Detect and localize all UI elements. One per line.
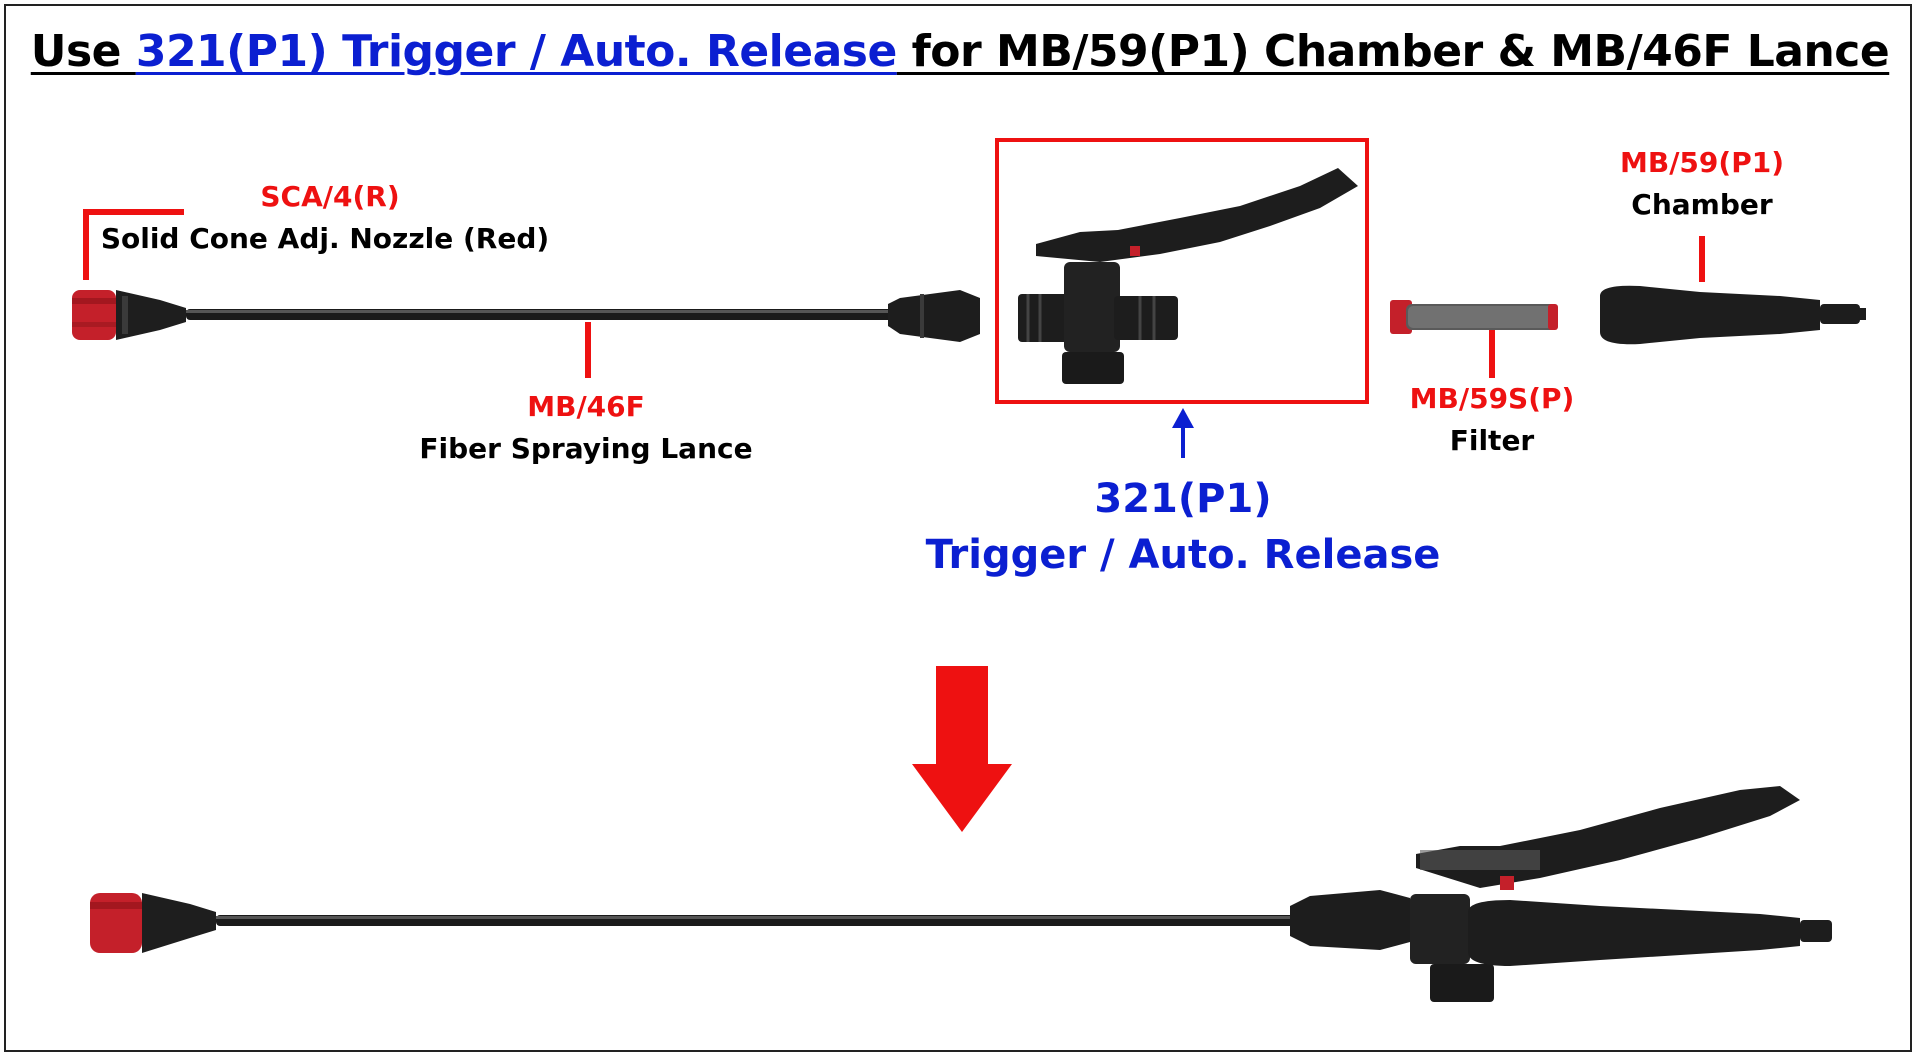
filter-part-image	[1390, 300, 1558, 334]
filter-code-label: MB/59S(P)	[1409, 382, 1575, 415]
nozzle-leader-line	[83, 209, 184, 280]
page-title: Use 321(P1) Trigger / Auto. Release for …	[0, 26, 1920, 77]
lance-code-label: MB/46F	[527, 390, 645, 423]
chamber-description-label: Chamber	[1631, 188, 1773, 221]
lance-part-image	[186, 290, 980, 342]
title-suffix: for MB/59(P1) Chamber & MB/46F Lance	[896, 26, 1890, 77]
trigger-highlight-box	[995, 138, 1369, 404]
chamber-part-image	[1600, 285, 1866, 345]
filter-description-label: Filter	[1449, 424, 1535, 457]
nozzle-code-label: SCA/4(R)	[260, 180, 400, 213]
trigger-pointer-arrow	[1172, 408, 1194, 458]
trigger-description-label: Trigger / Auto. Release	[925, 532, 1441, 578]
diagram-frame	[4, 4, 1912, 1052]
title-highlight: 321(P1) Trigger / Auto. Release	[135, 26, 898, 77]
trigger-part-image	[1018, 168, 1358, 384]
nozzle-part-image	[72, 290, 186, 340]
assembly-down-arrow	[912, 666, 1012, 832]
nozzle-description-label: Solid Cone Adj. Nozzle (Red)	[100, 222, 550, 255]
title-prefix: Use	[30, 26, 136, 77]
lance-description-label: Fiber Spraying Lance	[419, 432, 753, 465]
assembled-sprayer-image	[90, 786, 1832, 1002]
trigger-code-label: 321(P1)	[1094, 476, 1272, 522]
chamber-code-label: MB/59(P1)	[1620, 146, 1784, 179]
